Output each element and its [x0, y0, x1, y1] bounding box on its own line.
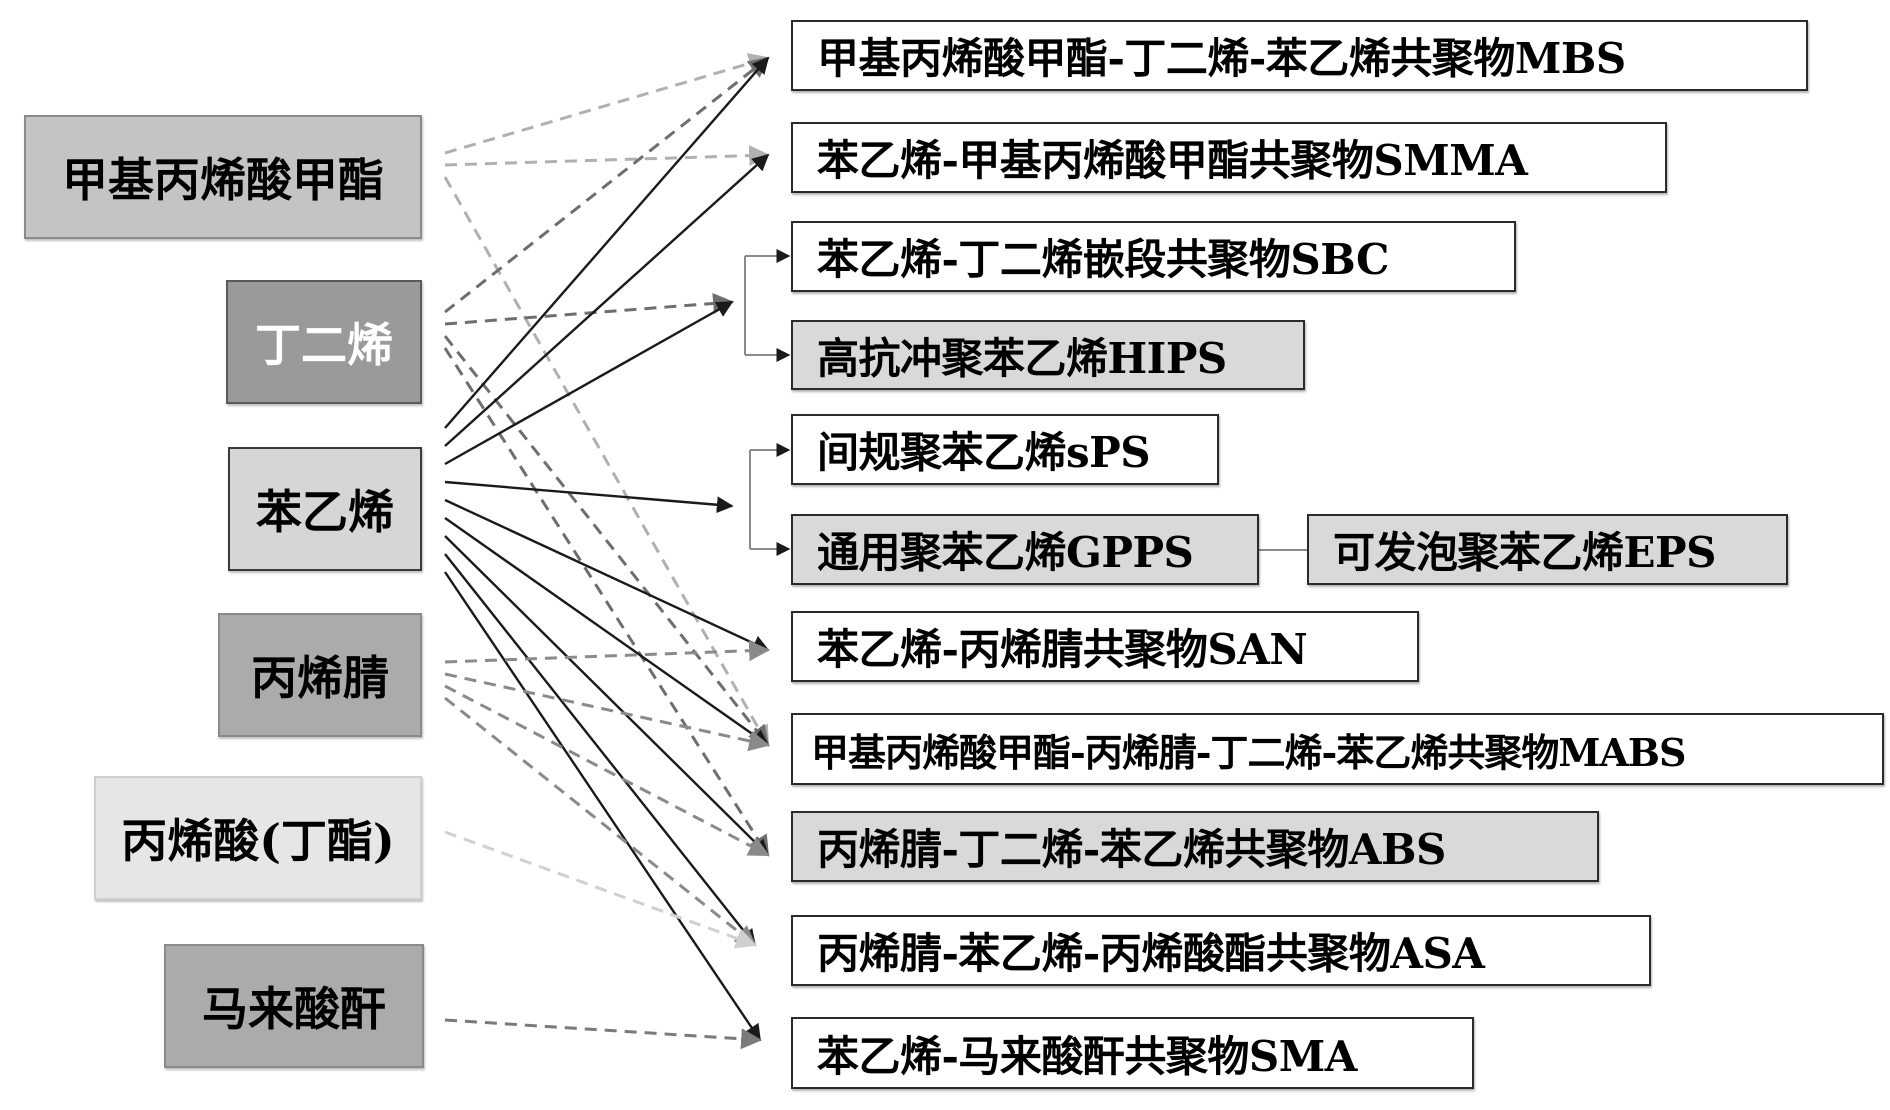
connector-ma-sma — [444, 1018, 763, 1050]
product-label: 苯乙烯-甲基丙烯酸甲酯共聚物SMMA — [817, 136, 1528, 185]
connector-st-branch_sbc_hips — [444, 300, 734, 466]
product-box-sbc: 苯乙烯-丁二烯嵌段共聚物SBC — [791, 221, 1516, 292]
product-box-asa: 丙烯腈-苯乙烯-丙烯酸酯共聚物ASA — [791, 915, 1651, 986]
product-box-sma: 苯乙烯-马来酸酐共聚物SMA — [791, 1017, 1474, 1089]
connector-st-mabs — [444, 517, 770, 746]
connector-bd-mbs — [444, 56, 770, 314]
product-box-san: 苯乙烯-丙烯腈共聚物SAN — [791, 611, 1419, 682]
monomer-label: 丙烯腈 — [251, 651, 389, 705]
connector-an-san — [444, 640, 771, 664]
product-box-hips: 高抗冲聚苯乙烯HIPS — [791, 320, 1305, 390]
monomer-label: 丁二烯 — [255, 318, 393, 372]
connector-bd-mabs — [443, 335, 770, 747]
product-label: 苯乙烯-丙烯腈共聚物SAN — [817, 625, 1308, 674]
monomer-box-butadiene: 丁二烯 — [226, 280, 422, 404]
connector-mma-mabs — [443, 176, 770, 747]
connector-an-asa — [444, 696, 757, 947]
monomer-label: 甲基丙烯酸甲酯 — [62, 153, 384, 207]
connector-ba-asa — [444, 830, 757, 949]
product-label: 高抗冲聚苯乙烯HIPS — [817, 333, 1227, 383]
connector-bd-abs — [443, 347, 770, 857]
product-box-eps: 可发泡聚苯乙烯EPS — [1307, 514, 1788, 585]
connector-st-mbs — [444, 56, 770, 429]
product-label: 苯乙烯-马来酸酐共聚物SMA — [817, 1031, 1357, 1081]
product-box-gpps: 通用聚苯乙烯GPPS — [791, 514, 1259, 585]
product-box-smma: 苯乙烯-甲基丙烯酸甲酯共聚物SMMA — [791, 122, 1667, 193]
connector-st-asa — [444, 553, 757, 947]
connector-an-mabs — [444, 672, 771, 752]
product-label: 苯乙烯-丁二烯嵌段共聚物SBC — [817, 235, 1389, 284]
connector-an-abs — [444, 684, 770, 857]
product-label: 甲基丙烯酸甲酯-丁二烯-苯乙烯共聚物MBS — [817, 34, 1626, 83]
product-label: 甲基丙烯酸甲酯-丙烯腈-丁二烯-苯乙烯共聚物MABS — [811, 729, 1686, 775]
product-label: 丙烯腈-丁二烯-苯乙烯共聚物ABS — [817, 825, 1446, 874]
monomer-box-acrylonitrile: 丙烯腈 — [218, 613, 422, 737]
connector-mma-mbs — [444, 53, 771, 155]
product-box-sps: 间规聚苯乙烯sPS — [791, 414, 1219, 485]
product-label: 可发泡聚苯乙烯EPS — [1333, 528, 1716, 577]
product-label: 间规聚苯乙烯sPS — [817, 428, 1151, 477]
connector-st-sma — [444, 571, 761, 1042]
product-box-mbs: 甲基丙烯酸甲酯-丁二烯-苯乙烯共聚物MBS — [791, 20, 1808, 91]
connector-mma-smma — [444, 145, 771, 167]
connector-bd-branch_sbc_hips — [444, 292, 735, 326]
product-label: 通用聚苯乙烯GPPS — [817, 528, 1194, 577]
monomer-label: 马来酸酐 — [202, 982, 386, 1036]
connector-st-smma — [444, 153, 770, 447]
monomer-box-mma: 甲基丙烯酸甲酯 — [24, 115, 422, 239]
product-label: 丙烯腈-苯乙烯-丙烯酸酯共聚物ASA — [817, 929, 1485, 978]
product-box-mabs: 甲基丙烯酸甲酯-丙烯腈-丁二烯-苯乙烯共聚物MABS — [791, 713, 1884, 785]
monomer-label: 丙烯酸(丁酯) — [121, 814, 395, 868]
monomer-box-maleic-anhydride: 马来酸酐 — [164, 944, 424, 1068]
monomer-box-butyl-acrylate: 丙烯酸(丁酯) — [94, 776, 422, 900]
monomer-label: 苯乙烯 — [256, 485, 394, 539]
product-box-abs: 丙烯腈-丁二烯-苯乙烯共聚物ABS — [791, 811, 1599, 882]
monomer-box-styrene: 苯乙烯 — [228, 447, 422, 571]
connector-st-san — [444, 498, 770, 652]
connector-st-branch_sps_gpps — [444, 480, 734, 514]
connector-st-abs — [444, 535, 770, 857]
